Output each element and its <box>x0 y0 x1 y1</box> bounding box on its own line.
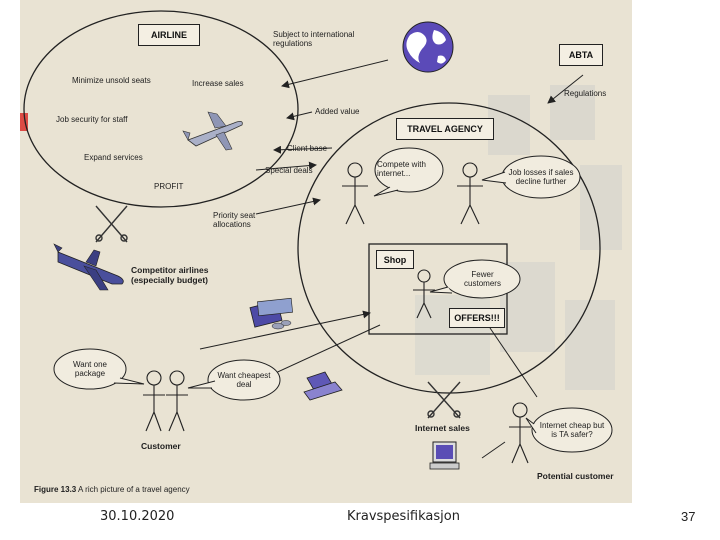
background-block <box>565 300 615 390</box>
airline-circle <box>23 10 299 208</box>
label-internet-sales: Internet sales <box>415 423 470 433</box>
figure-caption-number: Figure 13.3 <box>34 485 77 494</box>
label-customer: Customer <box>141 441 181 451</box>
bubble-tail <box>429 286 453 294</box>
label-competitor-airlines: Competitor airlines (especially budget) <box>131 265 209 285</box>
footer-date: 30.10.2020 <box>100 509 175 524</box>
line-potential-internet <box>481 441 506 459</box>
abta-box: ABTA <box>559 44 603 66</box>
offers-box: OFFERS!!! <box>449 308 505 328</box>
label-potential-customer: Potential customer <box>537 471 614 481</box>
page-number: 37 <box>681 509 696 524</box>
background-block <box>488 95 530 155</box>
airline-goal-minimize-unsold: Minimize unsold seats <box>72 76 151 85</box>
bubble-compete <box>374 147 444 193</box>
airline-goal-increase-sales: Increase sales <box>192 79 244 88</box>
bubble-text-internet-cheap: Internet cheap but is TA safer? <box>539 421 605 440</box>
bubble-internet-cheap <box>531 407 613 453</box>
stick-figure-icon <box>509 402 531 464</box>
label-priority-seat: Priority seat allocations <box>213 211 256 230</box>
arrow-added-value <box>286 111 313 121</box>
stick-figure-icon <box>457 162 483 225</box>
bubble-one-package <box>53 348 127 390</box>
figure-caption-text: A rich picture of a travel agency <box>78 485 190 494</box>
red-marker <box>20 113 28 131</box>
label-regulations: Regulations <box>564 89 607 98</box>
footer-title: Kravspesifikasjon <box>347 509 460 524</box>
bubble-cheapest <box>207 359 281 401</box>
label-added-value: Added value <box>315 107 360 116</box>
globe-icon <box>402 21 454 73</box>
label-special-deals: Special deals <box>265 166 313 175</box>
label-subject-international: Subject to international regulations <box>273 30 355 49</box>
money-icon <box>249 297 293 330</box>
airline-goal-job-security: Job security for staff <box>56 115 128 124</box>
bubble-fewer <box>443 259 521 299</box>
stick-figure-icon <box>342 162 368 225</box>
shop-box-label: Shop <box>376 250 414 269</box>
laptop-icon <box>303 371 343 401</box>
background-block <box>580 165 622 250</box>
label-client-base: Client base <box>287 144 328 153</box>
bubble-tail <box>113 377 145 385</box>
bubble-tail <box>481 171 507 184</box>
bubble-text-one-package: Want one package <box>73 360 107 379</box>
bubble-text-job-losses: Job losses if sales decline further <box>508 168 574 187</box>
figure-drawing <box>20 10 622 470</box>
arrow-priority-seat <box>255 197 321 215</box>
bubble-text-compete: Compete with internet... <box>377 160 426 179</box>
stick-figure-icon <box>143 370 165 432</box>
stick-figure-icon <box>166 370 188 432</box>
travel-agency-box: TRAVEL AGENCY <box>396 118 494 140</box>
arrow-abta-regulations <box>547 74 584 104</box>
arrow-client-base <box>273 145 333 154</box>
airline-goal-expand-services: Expand services <box>84 153 143 162</box>
stick-figure-icon <box>413 269 435 319</box>
airplane-icon <box>182 111 243 151</box>
rich-picture-figure: AIRLINE ABTA TRAVEL AGENCY Shop OFFERS!!… <box>20 0 632 503</box>
bubble-tail <box>525 417 537 434</box>
crossed-swords-icon <box>427 381 461 419</box>
crossed-swords-icon <box>95 205 128 243</box>
computer-icon <box>429 441 460 470</box>
competitor-airplane-icon <box>53 243 124 291</box>
arrow-special-deals <box>255 161 317 171</box>
bubble-text-fewer: Fewer customers <box>464 270 501 289</box>
bubble-tail <box>187 380 216 389</box>
airline-goal-profit: PROFIT <box>154 182 184 191</box>
bubble-text-cheapest: Want cheapest deal <box>217 371 271 390</box>
bubble-tail <box>373 186 399 197</box>
travel-agency-circle <box>297 102 601 394</box>
background-block <box>550 85 595 140</box>
airline-box: AIRLINE <box>138 24 200 46</box>
line-potential-shop <box>489 327 538 398</box>
arrow-customer-shop <box>199 310 371 350</box>
figure-caption: Figure 13.3 A rich picture of a travel a… <box>34 485 294 494</box>
arrow-international <box>281 59 389 89</box>
